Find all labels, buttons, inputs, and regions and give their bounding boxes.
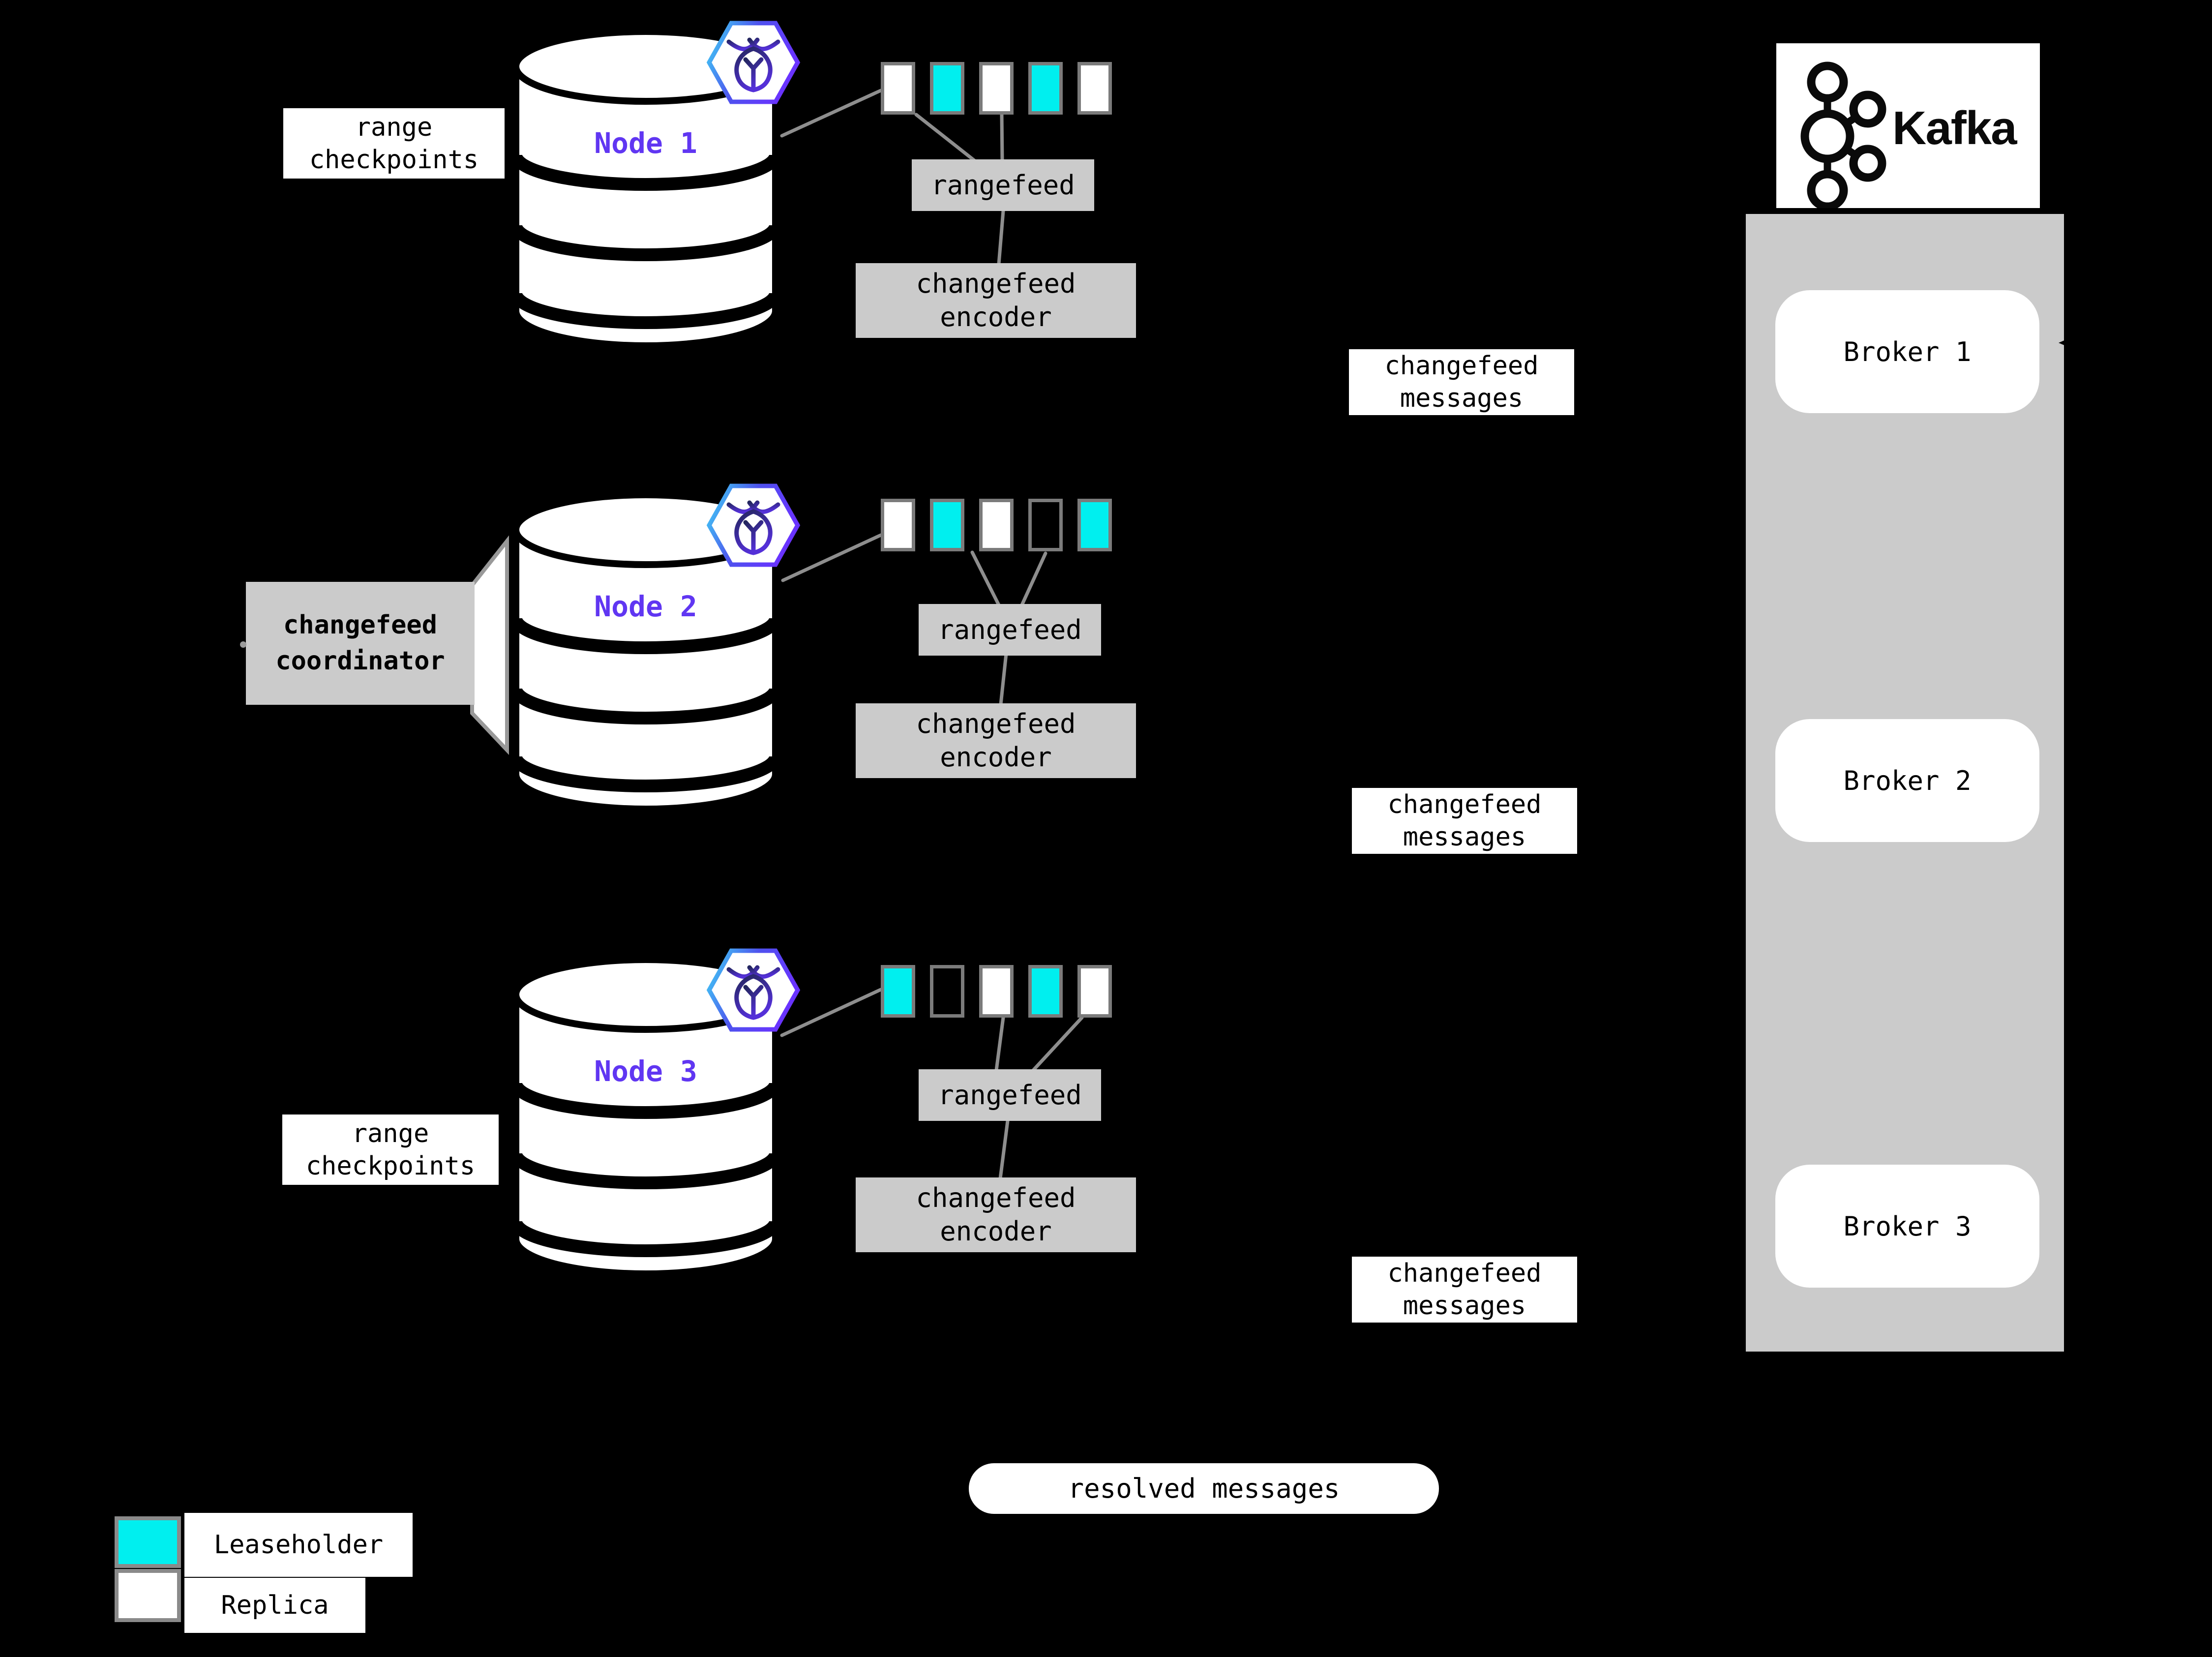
connector-line xyxy=(780,988,883,1037)
label-line: messages xyxy=(1403,822,1526,852)
label-line: encoder xyxy=(940,742,1052,773)
connector-line xyxy=(994,1016,1005,1072)
connector-line xyxy=(998,1119,1010,1180)
changefeed-coordinator-label: changefeed coordinator xyxy=(246,582,475,705)
range-block-leaseholder xyxy=(1077,499,1112,551)
kafka-logo-icon xyxy=(1800,61,1886,211)
changefeed-messages-label-1: changefeed messages xyxy=(1349,349,1574,415)
connector-line xyxy=(781,533,883,582)
range-block-leaseholder xyxy=(930,62,964,115)
label-line: changefeed xyxy=(1387,790,1542,819)
connector-lines xyxy=(780,89,1084,1180)
label-line: checkpoints xyxy=(309,145,479,175)
changefeed-encoder-box-2: changefeed encoder xyxy=(856,703,1136,778)
legend-replica-swatch xyxy=(115,1569,181,1622)
range-checkpoints-label-bottom: range checkpoints xyxy=(282,1115,499,1185)
label-line: encoder xyxy=(940,301,1052,332)
range-block-leaseholder xyxy=(930,499,964,551)
rangefeed-box-1: rangefeed xyxy=(912,159,1094,211)
legend-replica-label: Replica xyxy=(184,1578,365,1633)
cockroachdb-hexagon-icon xyxy=(709,951,798,1029)
connector-line xyxy=(970,550,1001,607)
label-line: range xyxy=(352,1118,429,1148)
node-3-label: Node 3 xyxy=(594,1054,697,1088)
label-line: range xyxy=(355,112,433,142)
range-block-leaseholder xyxy=(881,965,915,1018)
label-line: messages xyxy=(1403,1291,1526,1321)
node-3-ranges-row xyxy=(881,965,1112,1018)
kafka-title: Kafka xyxy=(1892,102,2017,154)
range-block-empty xyxy=(930,965,964,1018)
range-block-leaseholder xyxy=(1028,62,1063,115)
node-1-label: Node 1 xyxy=(594,126,697,160)
node-1-ranges-row xyxy=(881,62,1112,115)
connector-line xyxy=(1020,551,1047,607)
range-block-leaseholder xyxy=(1028,965,1063,1018)
range-block-replica xyxy=(881,499,915,551)
broker-1-box: Broker 1 xyxy=(1775,290,2039,413)
range-block-replica xyxy=(979,62,1014,115)
cockroachdb-hexagon-icon xyxy=(709,486,798,565)
kafka-logo-panel: Kafka xyxy=(1776,43,2040,211)
changefeed-encoder-box-1: changefeed encoder xyxy=(856,263,1136,338)
arrow-fragment-dot xyxy=(240,641,246,648)
label-line: encoder xyxy=(940,1216,1052,1247)
label-line: changefeed xyxy=(1384,351,1539,381)
label-line: messages xyxy=(1400,384,1524,413)
label-line: changefeed xyxy=(916,708,1076,739)
connector-line xyxy=(999,652,1008,706)
kafka-cluster-container: Broker 1 Broker 2 Broker 3 xyxy=(1746,214,2064,1352)
connector-line xyxy=(914,113,976,162)
rangefeed-box-2: rangefeed xyxy=(919,604,1101,656)
range-block-replica xyxy=(979,965,1014,1018)
label-line: checkpoints xyxy=(305,1151,476,1181)
resolved-messages-pill: resolved messages xyxy=(969,1463,1439,1514)
connector-line xyxy=(1031,1016,1084,1072)
connector-line xyxy=(780,89,883,138)
connector-line xyxy=(997,209,1005,266)
changefeed-messages-label-3: changefeed messages xyxy=(1352,1257,1577,1323)
range-block-replica xyxy=(1077,62,1112,115)
changefeed-encoder-box-3: changefeed encoder xyxy=(856,1177,1136,1252)
range-block-replica xyxy=(881,62,915,115)
label-line: changefeed xyxy=(1387,1259,1542,1288)
rangefeed-box-3: rangefeed xyxy=(919,1069,1101,1121)
label-line: changefeed xyxy=(283,610,438,640)
range-block-replica xyxy=(1077,965,1112,1018)
legend-leaseholder-label: Leaseholder xyxy=(184,1513,413,1577)
label-line: changefeed xyxy=(916,268,1076,299)
legend-leaseholder-swatch xyxy=(115,1516,181,1568)
broker-3-box: Broker 3 xyxy=(1775,1165,2039,1288)
range-block-replica xyxy=(979,499,1014,551)
node-2-ranges-row xyxy=(881,499,1112,551)
label-line: coordinator xyxy=(275,646,445,676)
changefeed-messages-label-2: changefeed messages xyxy=(1352,788,1577,854)
range-checkpoints-label-top: range checkpoints xyxy=(283,108,505,179)
label-line: changefeed xyxy=(916,1182,1076,1213)
range-block-empty xyxy=(1028,499,1063,551)
coordinator-flag-shape xyxy=(470,535,509,755)
arrowhead-icon xyxy=(2059,335,2077,351)
node-2-label: Node 2 xyxy=(594,590,697,623)
cockroachdb-hexagon-icon xyxy=(709,23,798,102)
broker-2-box: Broker 2 xyxy=(1775,719,2039,842)
